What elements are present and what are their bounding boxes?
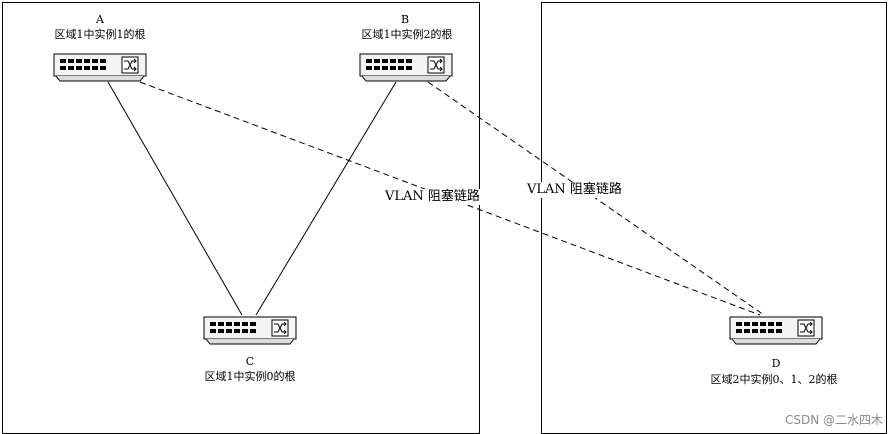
node-c-label: 区域1中实例0的根	[204, 370, 296, 383]
network-switch-icon	[729, 316, 823, 345]
network-switch-icon	[53, 53, 147, 82]
network-switch-icon	[203, 316, 297, 345]
switch-a[interactable]	[52, 52, 148, 82]
switch-c[interactable]	[202, 315, 298, 345]
switch-d[interactable]	[728, 315, 824, 345]
node-c-letter: C	[245, 355, 255, 368]
blocked-link-label-1: VLAN 阻塞链路	[385, 189, 480, 205]
region-2-box	[541, 2, 887, 434]
node-a-letter: A	[96, 13, 104, 26]
link-b-c	[255, 81, 397, 316]
node-d-label: 区域2中实例0、1、2的根	[710, 373, 838, 386]
switch-b[interactable]	[358, 52, 454, 82]
network-switch-icon	[359, 53, 453, 82]
node-a-label: 区域1中实例1的根	[54, 28, 146, 41]
link-a-c	[107, 81, 243, 316]
blocked-link-label-2: VLAN 阻塞链路	[527, 182, 622, 198]
node-b-label: 区域1中实例2的根	[361, 28, 453, 41]
watermark: CSDN @二水四木	[784, 413, 883, 427]
node-d-letter: D	[771, 357, 781, 370]
link-b-d-blocked	[427, 81, 765, 316]
node-b-letter: B	[400, 13, 410, 26]
